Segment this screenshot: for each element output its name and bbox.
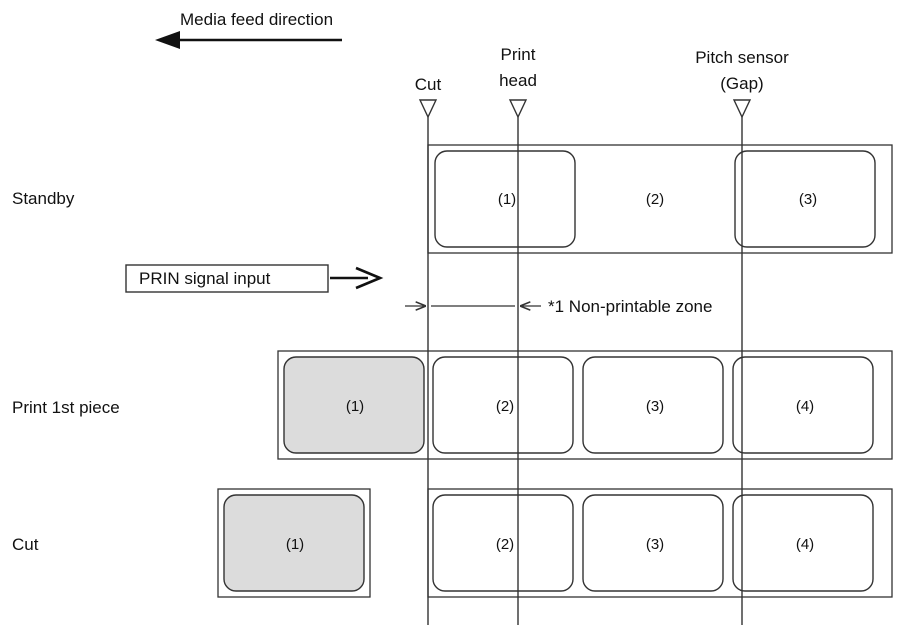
print-row: (1) (2) (3) (4) bbox=[277, 350, 893, 460]
standby-label-3 bbox=[734, 150, 876, 248]
feed-direction-label: Media feed direction bbox=[180, 10, 333, 29]
print-head-label-line1: Print bbox=[501, 45, 536, 64]
print-head-marker-triangle-icon bbox=[508, 99, 528, 119]
cut-label-1-printed bbox=[223, 494, 365, 592]
cut-label-3 bbox=[582, 494, 724, 592]
pitch-sensor-marker-triangle-icon bbox=[732, 99, 752, 119]
right-arrow-icon bbox=[330, 266, 384, 290]
standby-cell-3: (3) bbox=[799, 191, 817, 208]
standby-cell-1: (1) bbox=[498, 191, 516, 208]
prin-signal: PRIN signal input bbox=[125, 264, 384, 293]
standby-cell-2: (2) bbox=[646, 191, 664, 208]
standby-label-1 bbox=[434, 150, 576, 248]
print-label-2 bbox=[432, 356, 574, 454]
row-label-standby: Standby bbox=[12, 189, 75, 208]
prin-signal-label: PRIN signal input bbox=[139, 269, 271, 288]
left-arrow-icon bbox=[155, 31, 342, 49]
print-label-4 bbox=[732, 356, 874, 454]
non-printable-zone-label: *1 Non-printable zone bbox=[548, 297, 712, 316]
cut-label-2 bbox=[432, 494, 574, 592]
print-label-3 bbox=[582, 356, 724, 454]
cut-cell-2: (2) bbox=[496, 536, 514, 553]
print-label-1-printed bbox=[283, 356, 425, 454]
cut-marker-label: Cut bbox=[415, 75, 442, 94]
cut-marker-triangle-icon bbox=[418, 99, 438, 119]
print-cell-4: (4) bbox=[796, 398, 814, 415]
cut-cell-3: (3) bbox=[646, 536, 664, 553]
pitch-sensor-label-line2: (Gap) bbox=[720, 74, 763, 93]
row-label-cut: Cut bbox=[12, 535, 39, 554]
non-printable-zone: *1 Non-printable zone bbox=[405, 297, 712, 316]
row-label-print: Print 1st piece bbox=[12, 398, 120, 417]
cut-row: (1) (2) (3) (4) bbox=[217, 488, 893, 598]
standby-row: (1) (2) (3) bbox=[427, 144, 893, 254]
pitch-sensor-label-line1: Pitch sensor bbox=[695, 48, 789, 67]
print-cell-2: (2) bbox=[496, 398, 514, 415]
print-cell-3: (3) bbox=[646, 398, 664, 415]
cut-cell-1: (1) bbox=[286, 536, 304, 553]
feed-direction: Media feed direction bbox=[155, 10, 342, 49]
print-head-label-line2: head bbox=[499, 71, 537, 90]
cut-cell-4: (4) bbox=[796, 536, 814, 553]
print-cell-1: (1) bbox=[346, 398, 364, 415]
cut-label-4 bbox=[732, 494, 874, 592]
prin-signal-box bbox=[125, 264, 329, 293]
